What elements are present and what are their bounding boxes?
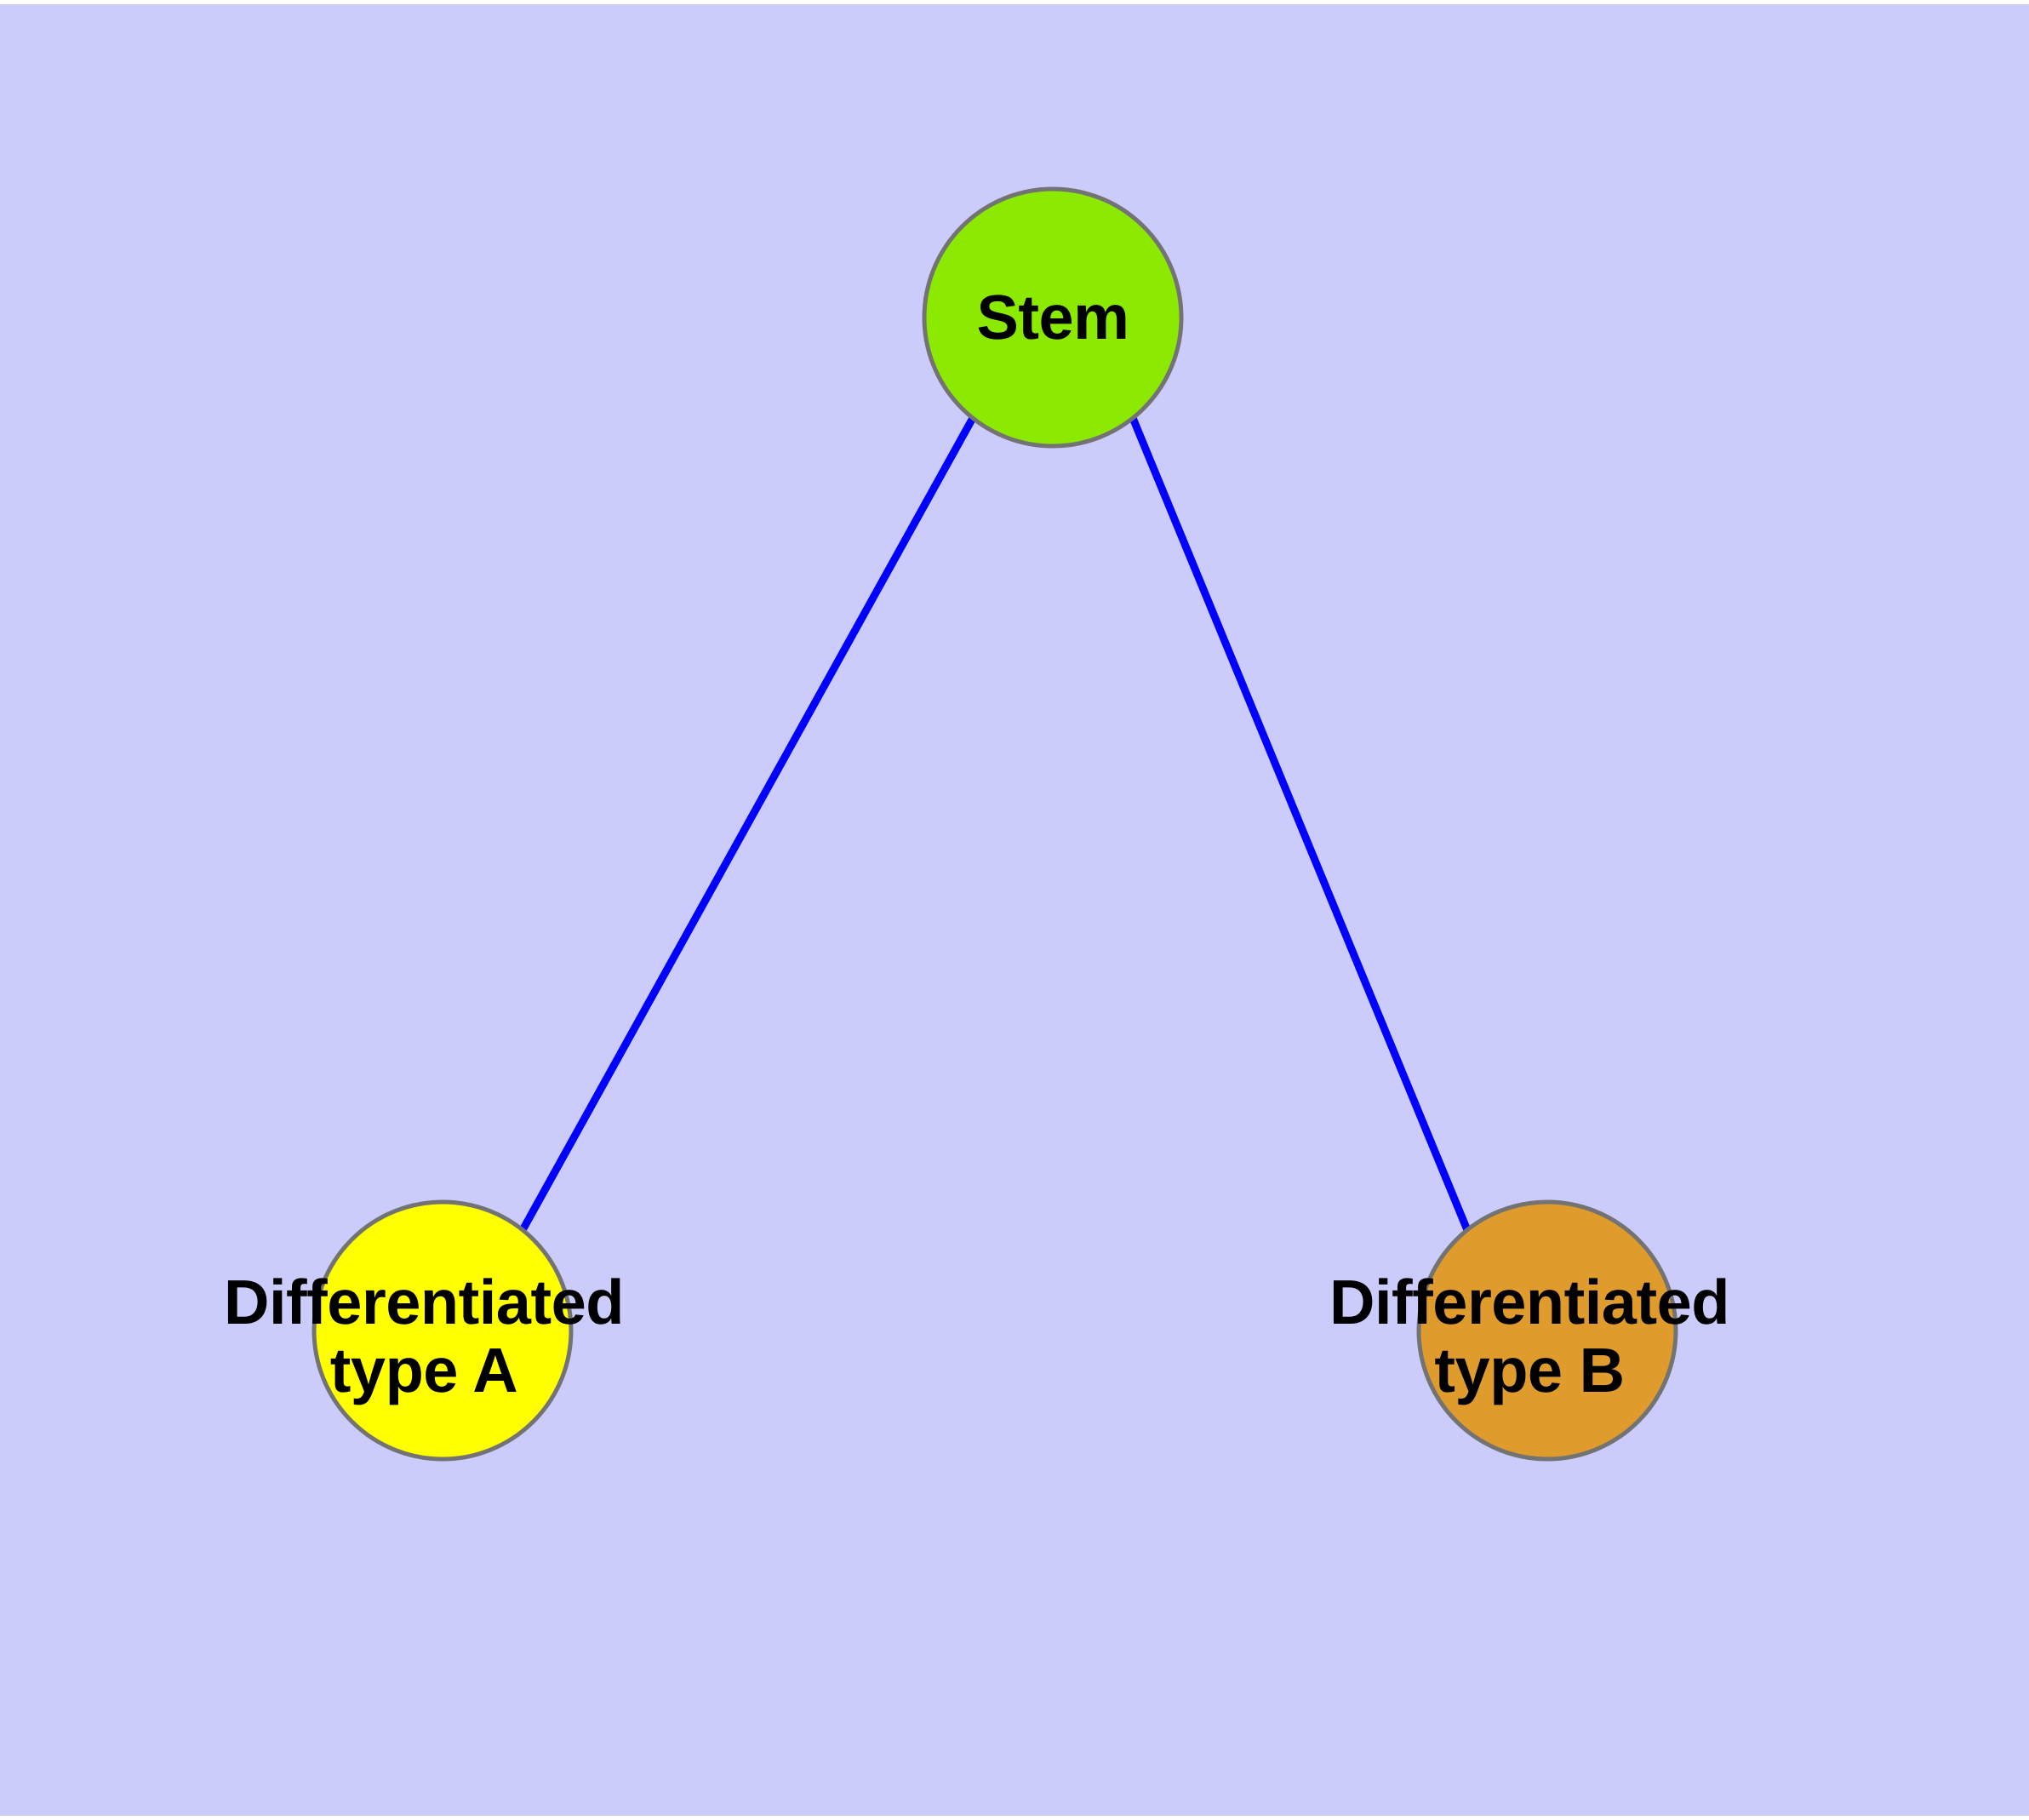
edge-stem-to-diff-a[interactable] bbox=[519, 415, 976, 1233]
edges-layer bbox=[519, 415, 1472, 1233]
node-circle-stem[interactable] bbox=[922, 186, 1184, 449]
node-circle-diff-a[interactable] bbox=[311, 1199, 574, 1462]
nodes-layer bbox=[311, 186, 1678, 1462]
node-circle-diff-b[interactable] bbox=[1416, 1199, 1678, 1462]
edge-stem-to-diff-b[interactable] bbox=[1129, 416, 1472, 1232]
